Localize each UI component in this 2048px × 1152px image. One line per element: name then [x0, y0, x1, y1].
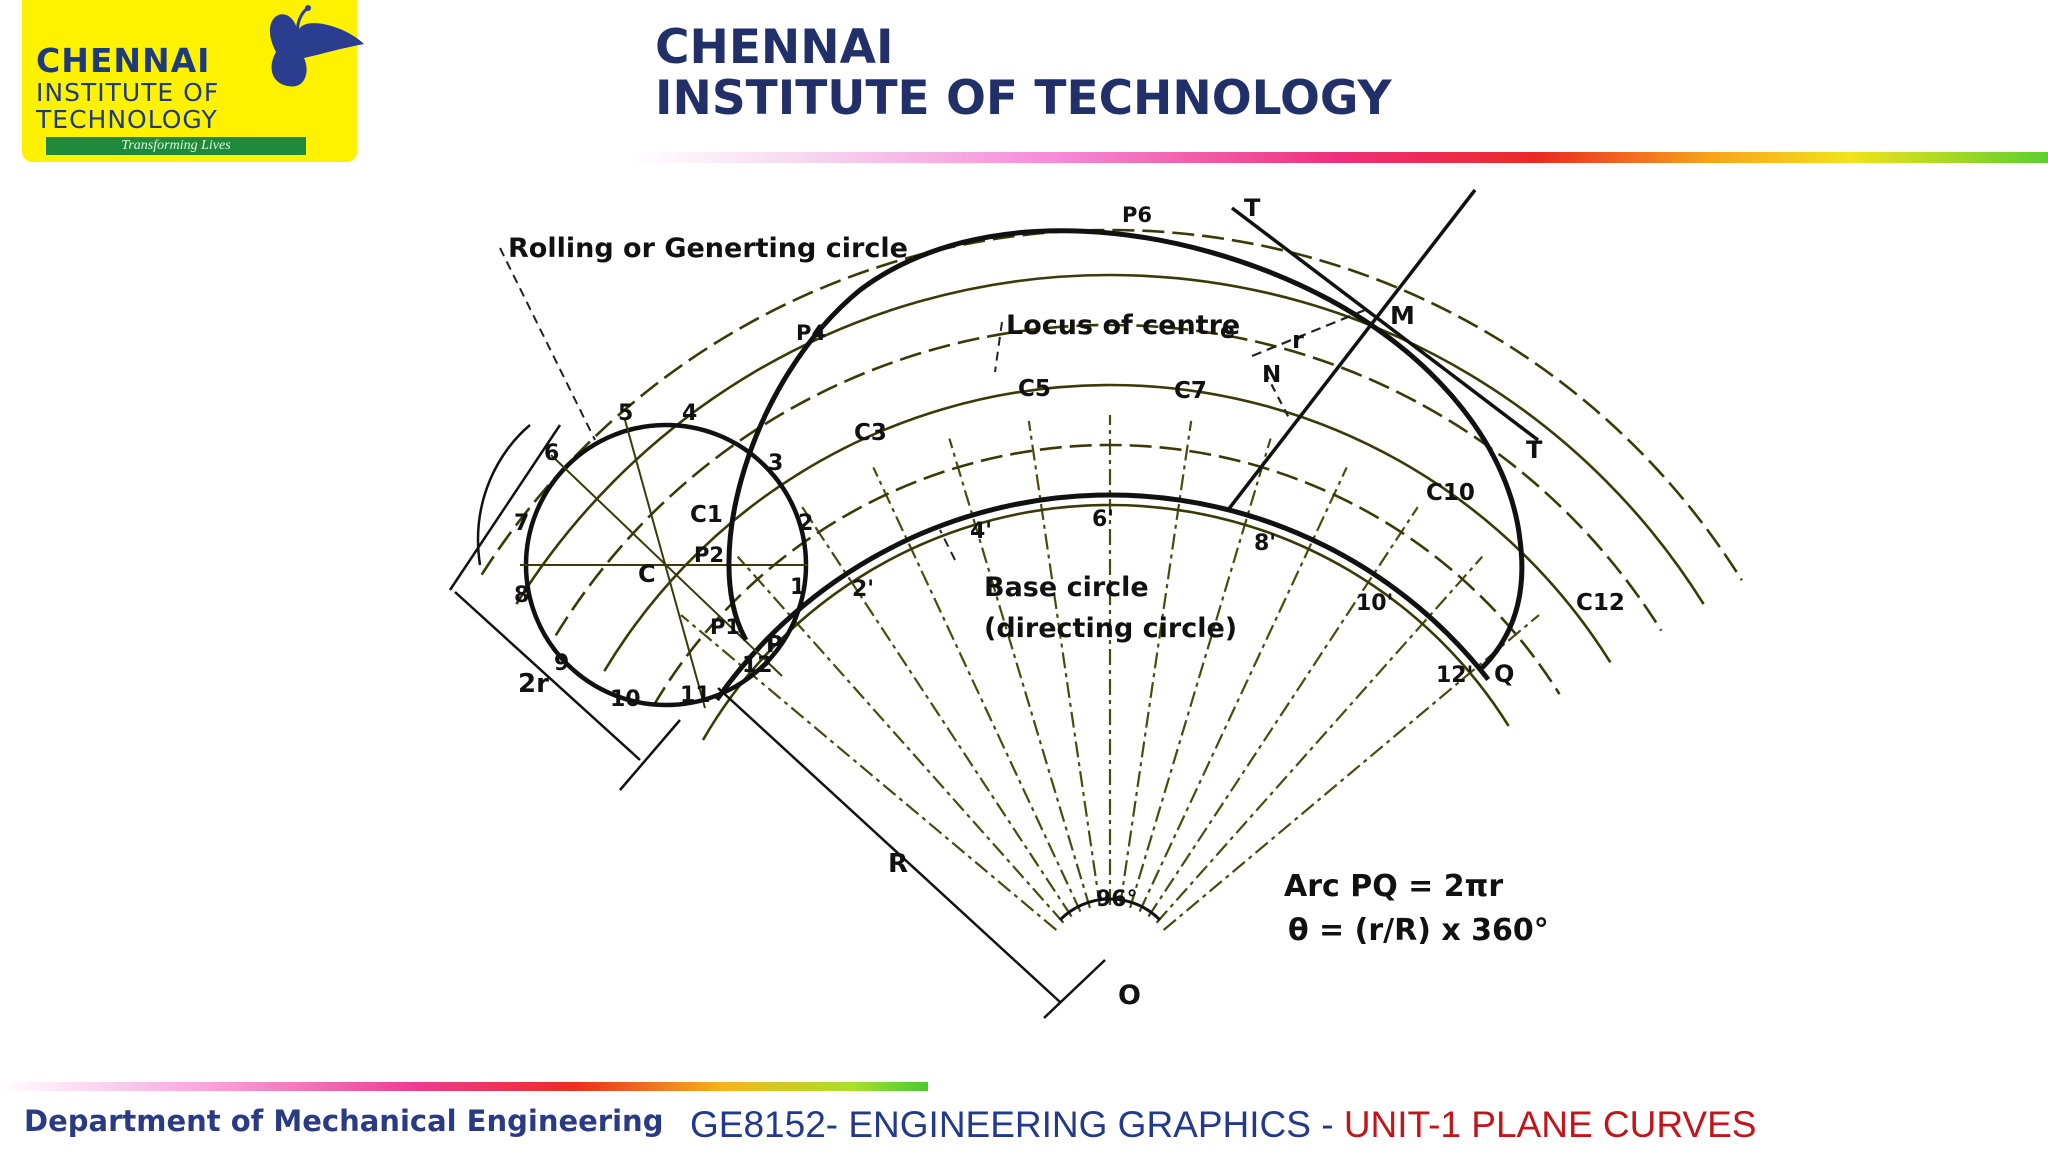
label-2r: 2r: [518, 669, 549, 699]
label-6prime: 6': [1092, 507, 1114, 532]
label-P1: P1: [710, 615, 740, 639]
logo-tagline: Transforming Lives: [46, 137, 306, 155]
label-locus-of-centre: Locus of centre: [1006, 310, 1240, 341]
label-C10: C10: [1426, 480, 1475, 506]
radial-line: [1129, 438, 1272, 909]
header-gradient-rule: [632, 152, 2048, 163]
radial-line: [948, 438, 1091, 909]
label-M: M: [1390, 301, 1415, 330]
label-tangent-T-top: T: [1244, 194, 1261, 222]
logo-line-2: INSTITUTE OF: [36, 78, 220, 107]
footer-gradient-rule: [0, 1082, 928, 1091]
label-C7: C7: [1174, 378, 1207, 404]
logo-line-3: TECHNOLOGY: [36, 105, 218, 134]
theta-formula: θ = (r/R) x 360°: [1288, 913, 1549, 948]
label-base-circle: Base circle: [984, 572, 1149, 603]
label-point-1: 1: [790, 575, 805, 600]
label-8prime: 8': [1254, 531, 1276, 556]
radial-line: [736, 555, 1065, 924]
concentric-arc: [554, 323, 1663, 637]
dimension-lines: [448, 424, 1106, 1019]
institute-logo: CHENNAI INSTITUTE OF TECHNOLOGY Transfor…: [22, 0, 364, 162]
tangent-line: [1230, 206, 1540, 442]
label-point-10: 10: [610, 687, 641, 712]
label-C12: C12: [1576, 590, 1625, 616]
label-point-7: 7: [514, 511, 529, 536]
radial-line: [1162, 614, 1540, 931]
label-P6: P6: [1122, 203, 1152, 227]
course-title: GE8152- ENGINEERING GRAPHICS - UNIT-1 PL…: [690, 1104, 1756, 1146]
label-angle: 96°: [1096, 887, 1138, 912]
radial-line: [1027, 420, 1101, 906]
department-name: Department of Mechanical Engineering: [24, 1104, 664, 1138]
butterfly-icon: [269, 5, 364, 87]
label-10prime: 10': [1356, 591, 1393, 616]
radial-line: [872, 467, 1082, 913]
label-tangent-T-right: T: [1526, 436, 1543, 464]
label-C5: C5: [1018, 376, 1051, 402]
label-leaders: [499, 247, 1003, 561]
arc-formula: Arc PQ = 2πr: [1284, 869, 1503, 904]
label-C1: C1: [690, 502, 723, 528]
radial-line: [680, 614, 1058, 931]
label-point-6: 6: [544, 441, 559, 466]
concentric-arc: [652, 443, 1561, 707]
label-P2: P2: [694, 543, 724, 567]
label-origin-O: O: [1118, 980, 1141, 1011]
label-point-4: 4: [682, 401, 697, 426]
logo-line-1: CHENNAI: [36, 41, 211, 80]
radial-line: [1119, 420, 1193, 906]
label-point-3: 3: [768, 451, 783, 476]
label-12prime: 12': [1436, 663, 1473, 688]
concentric-arc: [515, 273, 1705, 605]
angle-arc: [1058, 897, 1162, 922]
label-rolling-circle: Rolling or Generting circle: [508, 233, 908, 264]
label-C3: C3: [854, 420, 887, 446]
radial-line: [1147, 506, 1419, 918]
label-centre-C: C: [638, 560, 656, 588]
label-point-2: 2: [798, 511, 813, 536]
page-title-line-1: CHENNAI: [655, 20, 894, 75]
base-circle-arc: [714, 492, 1491, 702]
label-point-5: 5: [618, 401, 633, 426]
label-R: R: [888, 849, 908, 879]
label-2prime: 2': [852, 577, 874, 602]
label-point-8: 8: [514, 583, 529, 608]
label-point-9: 9: [554, 651, 569, 676]
concentric-arcs: [480, 228, 1743, 741]
radial-line: [1138, 467, 1348, 913]
label-4prime: 4': [970, 519, 992, 544]
label-point-12: 12: [742, 653, 773, 678]
epicycloid-curve: [726, 228, 1525, 670]
label-P4: P4: [796, 321, 826, 345]
label-N: N: [1262, 362, 1281, 388]
label-locus-e: e: [1220, 319, 1235, 344]
course-code: GE8152- ENGINEERING GRAPHICS -: [690, 1104, 1344, 1145]
radial-line: [801, 506, 1073, 918]
concentric-arc: [603, 383, 1612, 672]
normal-line: [1226, 188, 1477, 512]
label-point-11: 11: [680, 683, 711, 708]
concentric-arc: [480, 228, 1743, 581]
label-Q: Q: [1494, 660, 1514, 688]
course-unit: UNIT-1 PLANE CURVES: [1343, 1104, 1757, 1145]
page-title-line-2: INSTITUTE OF TECHNOLOGY: [655, 71, 1392, 126]
radial-line: [1155, 555, 1484, 924]
radial-construction-lines: [680, 415, 1540, 931]
label-P: P: [766, 632, 783, 658]
r-arrow-line: [1251, 306, 1371, 358]
label-directing-circle: (directing circle): [984, 613, 1237, 644]
concentric-arc: [701, 503, 1510, 741]
n-line: [1264, 371, 1291, 421]
label-r: r: [1292, 326, 1304, 354]
